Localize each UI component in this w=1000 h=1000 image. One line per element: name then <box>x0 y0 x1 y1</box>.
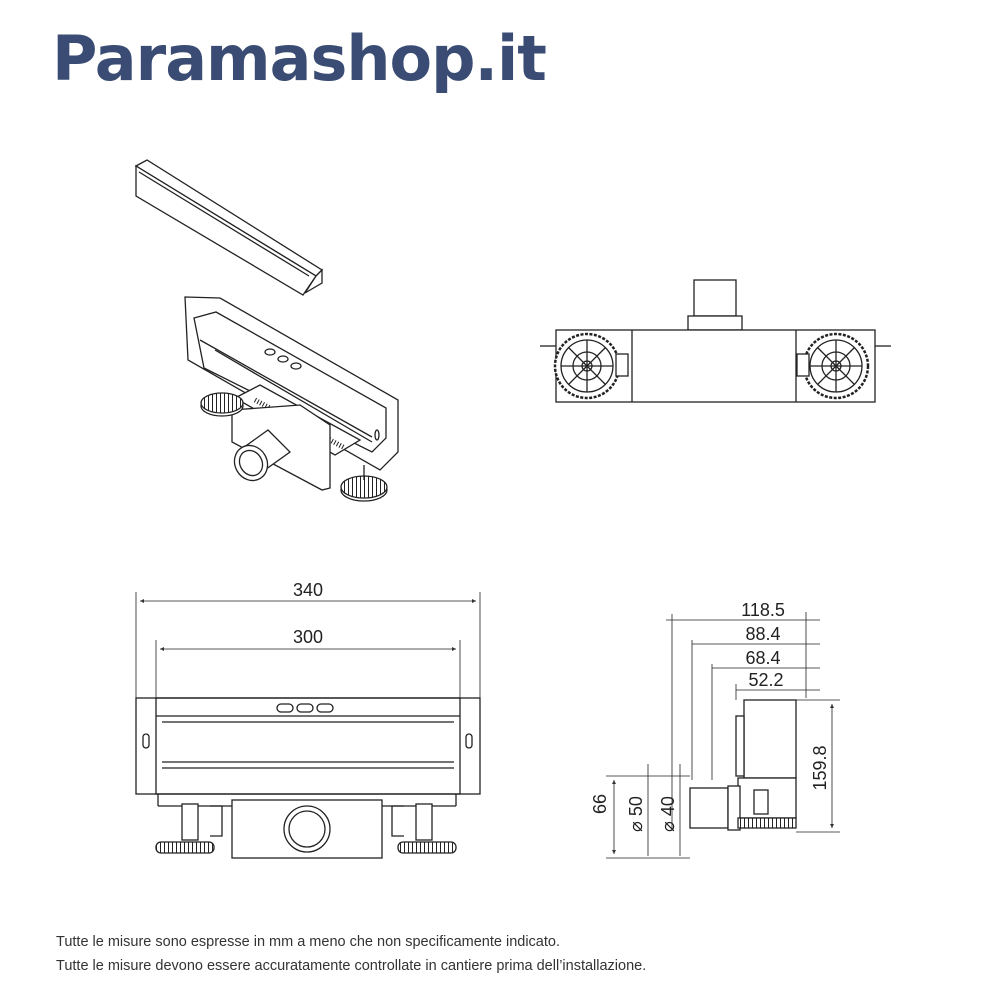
drain-body <box>184 296 399 491</box>
outlet-pipe <box>233 429 292 482</box>
side-view <box>606 612 840 859</box>
dim-118-5: 118.5 <box>741 600 785 620</box>
footnote-verification: Tutte le misure devono essere accuratame… <box>56 958 647 974</box>
dim-52-2: 52.2 <box>748 670 783 690</box>
dim-overall-width: 340 <box>293 580 323 600</box>
front-view <box>135 592 481 859</box>
dim-diameter-40: ⌀ 40 <box>658 796 678 832</box>
adjustable-feet <box>200 392 388 502</box>
right-foot-wheel <box>796 332 870 400</box>
dim-88-4: 88.4 <box>745 624 780 644</box>
dim-inner-width: 300 <box>293 627 323 647</box>
bottom-view <box>540 279 891 403</box>
cover-profile <box>134 159 324 296</box>
dim-68-4: 68.4 <box>745 648 780 668</box>
left-foot-wheel <box>553 332 629 400</box>
footnote-units: Tutte le misure sono espresse in mm a me… <box>56 934 560 950</box>
dim-diameter-50: ⌀ 50 <box>626 796 646 832</box>
brand-logo: Paramashop.it <box>52 22 547 95</box>
dim-outlet-height: 66 <box>590 794 610 814</box>
dim-height: 159.8 <box>810 745 830 790</box>
front-feet <box>155 803 457 854</box>
isometric-view <box>134 159 399 502</box>
